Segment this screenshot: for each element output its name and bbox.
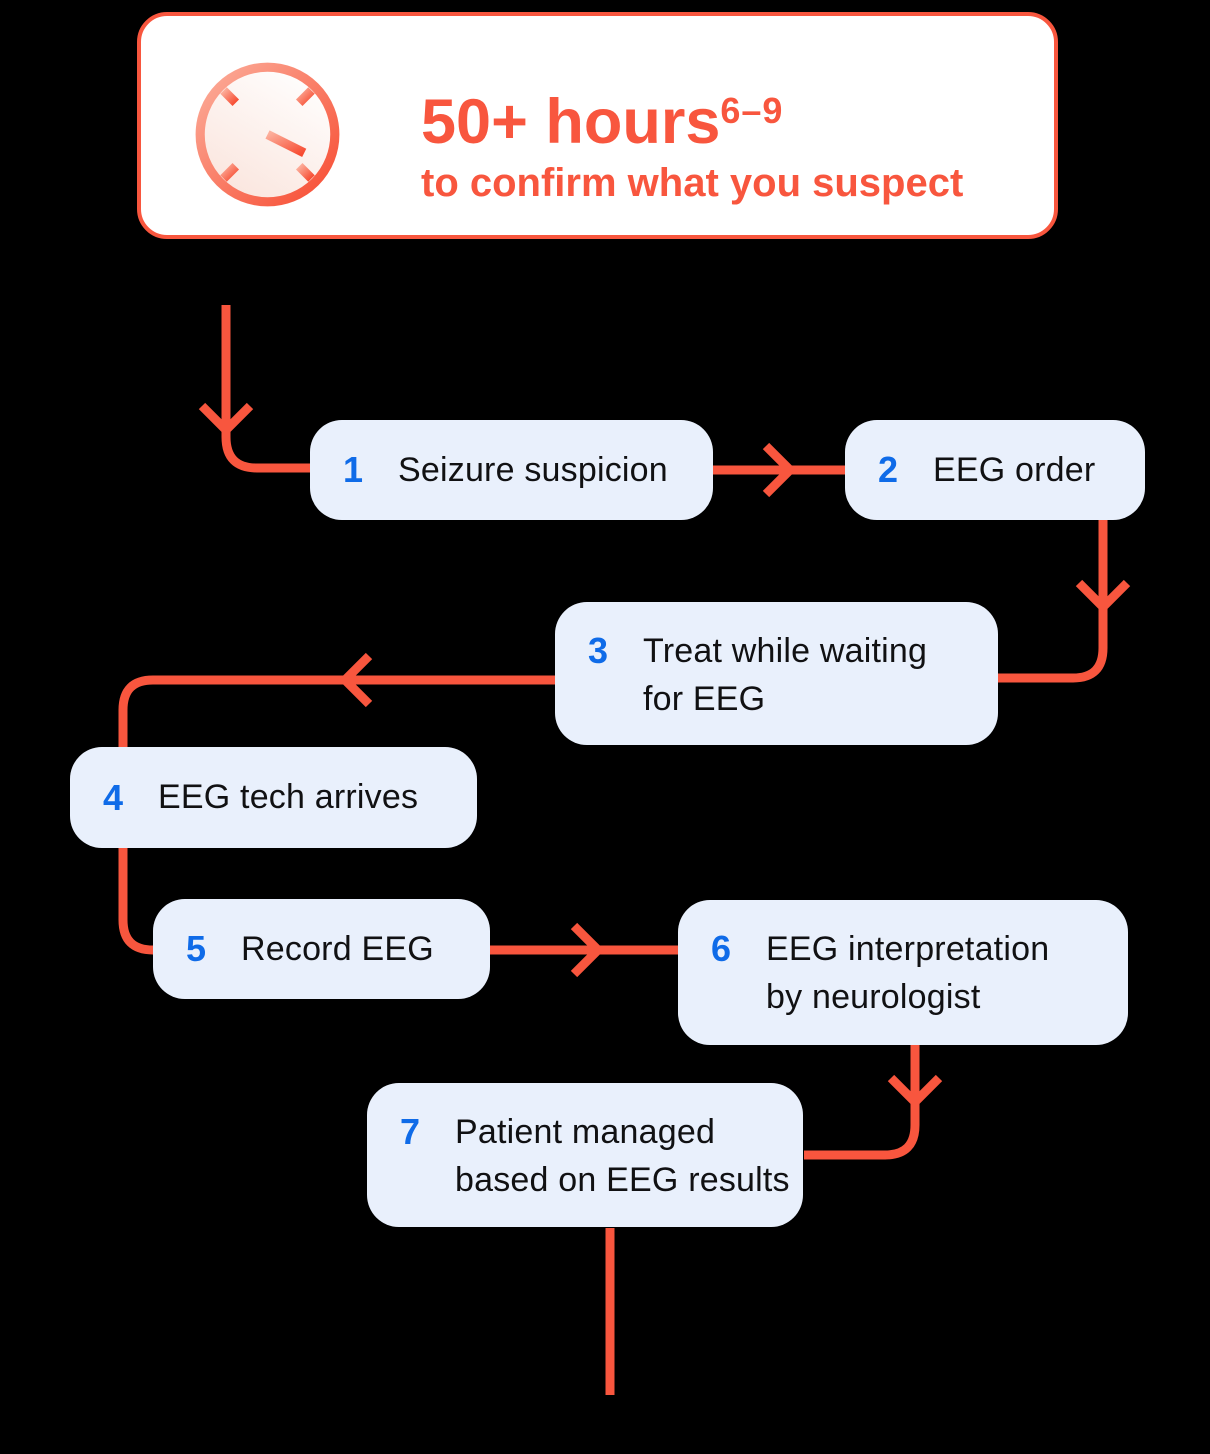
connector-step2-to-step3 (998, 518, 1108, 683)
step-number: 2 (878, 449, 899, 490)
step-label: Record EEG (241, 929, 434, 968)
step-number: 5 (186, 928, 207, 969)
step-box-1-seizure-suspicion: 1 Seizure suspicion (310, 420, 713, 520)
arrowhead-down-step6-to-step7 (887, 1074, 943, 1109)
arrowhead-left-step3-to-step4 (338, 652, 373, 708)
duration-reference-superscript: 6–9 (720, 90, 784, 131)
connector-step6-to-step7 (804, 1045, 920, 1160)
step-box-7-patient-managed: 7 Patient managed based on EEG results (367, 1083, 803, 1227)
step-box-6-eeg-interpretation: 6 EEG interpretation by neurologist (678, 900, 1128, 1045)
arrowhead-down-step2-to-step3 (1075, 579, 1131, 614)
step-number: 1 (343, 449, 364, 490)
step-label: Seizure suspicion (398, 450, 668, 489)
duration-title: 50+ hours6–9 (421, 78, 963, 155)
step-number: 7 (400, 1111, 421, 1152)
step-box-5-record-eeg: 5 Record EEG (153, 899, 490, 999)
duration-card: 50+ hours6–9 to confirm what you suspect (137, 12, 1058, 239)
step-number: 4 (103, 776, 124, 818)
arrowhead-down-top-to-step1 (198, 402, 254, 437)
connector-step3-to-step4 (118, 675, 555, 748)
step-number: 3 (588, 630, 609, 671)
arrowhead-right-step5-to-step6 (570, 922, 605, 978)
clock-icon (195, 62, 340, 207)
step-label: Treat while waiting for EEG (643, 632, 928, 718)
step-label: EEG tech arrives (158, 778, 419, 816)
connector-top-to-step1 (221, 305, 310, 473)
duration-subtitle: to confirm what you suspect (421, 161, 964, 205)
duration-text: 50+ hours6–9 to confirm what you suspect (421, 78, 963, 207)
step-label: Patient managed based on EEG results (455, 1113, 790, 1199)
clock-hour-hand (265, 130, 307, 157)
step-label: EEG order (933, 450, 1096, 489)
step-box-3-treat-while-waiting: 3 Treat while waiting for EEG (555, 602, 998, 745)
connector-step4-to-step5 (118, 848, 154, 955)
duration-value: 50+ hours (421, 87, 721, 157)
step-number: 6 (711, 928, 732, 969)
step-box-4-eeg-tech-arrives: 4 EEG tech arrives (70, 747, 477, 848)
arrowhead-right-step1-to-step2 (762, 442, 797, 498)
step-box-2-eeg-order: 2 EEG order (845, 420, 1145, 520)
step-label: EEG interpretation by neurologist (766, 930, 1050, 1016)
